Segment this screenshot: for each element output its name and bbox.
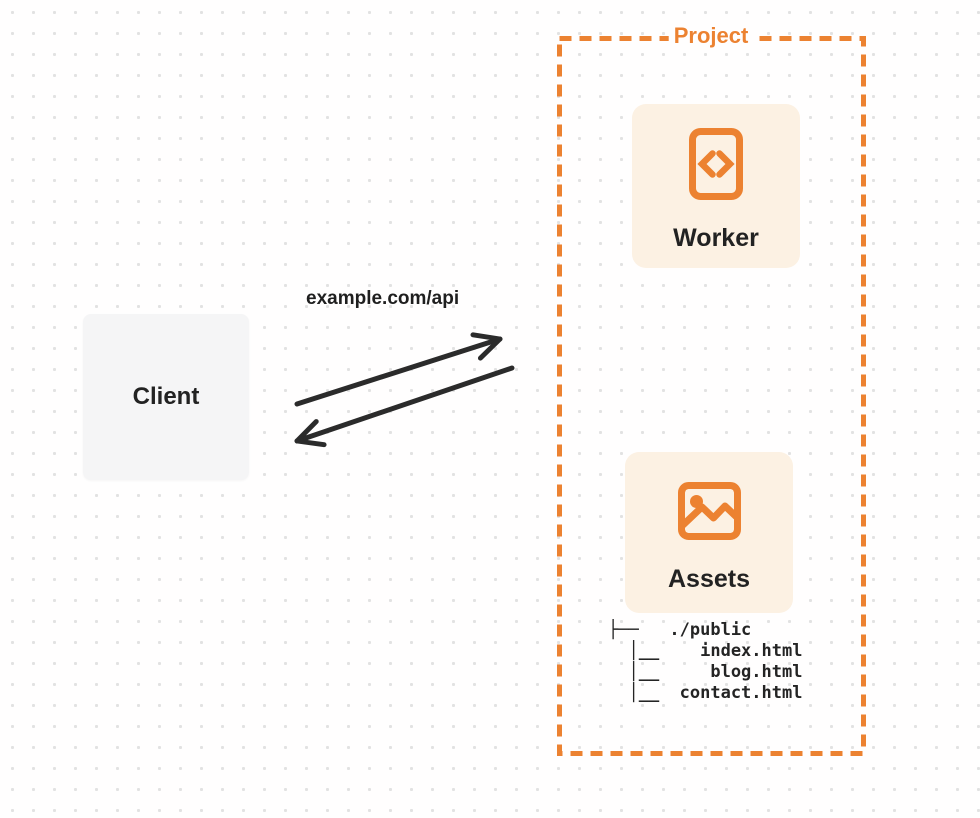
file-tree-line: │__ blog.html [608, 662, 803, 682]
client-label: Client [132, 383, 200, 410]
project-label: Project [668, 23, 754, 49]
request-arrow [294, 332, 503, 407]
worker-node: Worker [632, 104, 800, 268]
code-file-icon [689, 128, 743, 200]
file-tree-line: │__ contact.html [608, 683, 803, 703]
request-url-label: example.com/api [306, 288, 460, 309]
response-arrow [294, 365, 515, 448]
assets-label: Assets [668, 565, 750, 593]
assets-node: Assets [625, 452, 793, 613]
assets-file-tree: ├── ./public │__ index.html │__ blog.htm… [608, 620, 802, 704]
worker-label: Worker [673, 224, 759, 252]
file-tree-line: │__ index.html [608, 641, 803, 661]
file-tree-line: ├── ./public [608, 620, 752, 640]
image-icon [677, 482, 741, 540]
client-node: Client [83, 314, 249, 480]
